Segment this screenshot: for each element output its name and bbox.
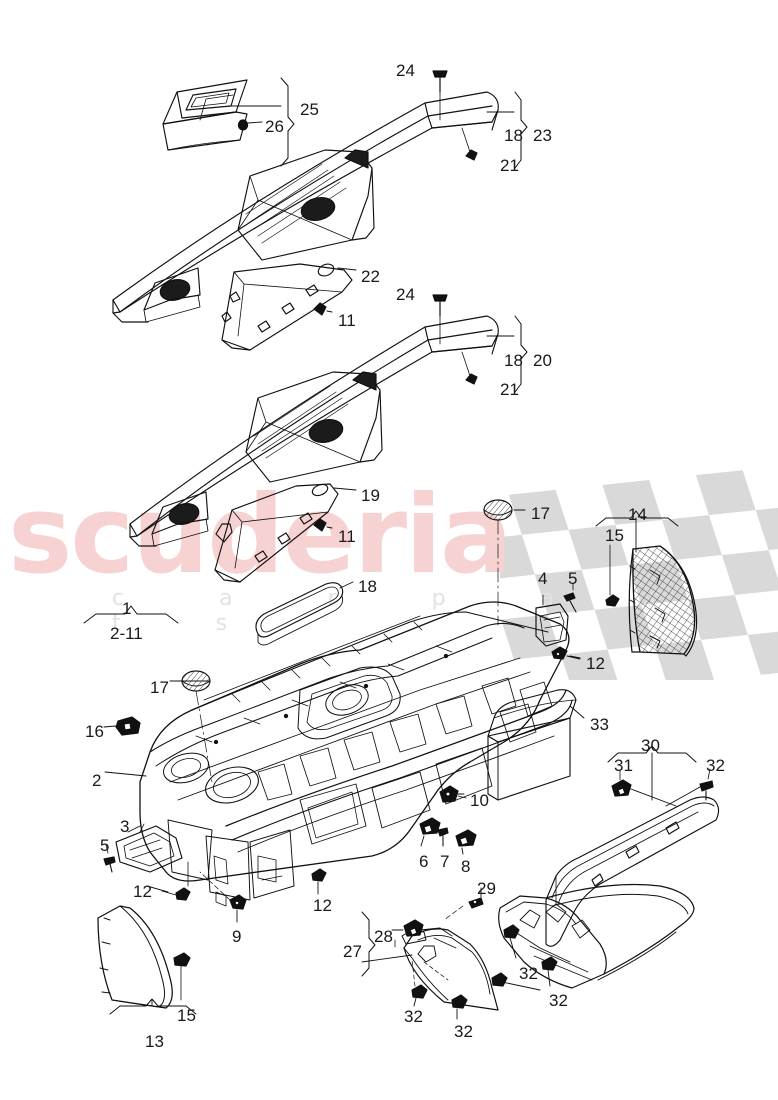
- part-14-side-speaker-grille: [628, 545, 698, 657]
- clip-12-center: [311, 868, 327, 895]
- callout-18-upper: 18: [504, 126, 523, 145]
- part-30-side-trim-right: [545, 796, 720, 947]
- clip-21-upper: [461, 127, 478, 161]
- part-29-console-bracket: [498, 883, 695, 989]
- part-3-bracket-left: [115, 823, 183, 873]
- plug-17-right: [483, 499, 513, 626]
- callout-21-upper: 21: [500, 156, 519, 175]
- part-18-defrost-grille: [255, 582, 344, 646]
- part-19-a-pillar-trim: [214, 483, 339, 583]
- screw-5-right: [563, 583, 577, 613]
- part-33-airbag-module: [487, 689, 577, 801]
- bracket-23: [486, 91, 528, 169]
- clip-6: [419, 817, 441, 847]
- callout-11-lower: 11: [338, 527, 356, 546]
- screw-24-upper: [432, 70, 448, 121]
- callout-14: 14: [628, 505, 647, 524]
- bracket-1-2-11: [83, 605, 179, 624]
- bracket-25: [227, 77, 295, 167]
- part-20-windscreen-trim-lower: [129, 315, 499, 547]
- screw-7: [437, 827, 449, 847]
- callout-32-left: 32: [404, 1007, 423, 1026]
- callout-32-bottom: 32: [454, 1022, 473, 1041]
- callout-18-mid: 18: [504, 351, 523, 370]
- clip-11-upper: [313, 302, 327, 316]
- part-25-switch-bezel: [162, 79, 248, 151]
- callout-16: 16: [85, 722, 104, 741]
- callout-4: 4: [538, 569, 548, 588]
- screw-32-top-right: [665, 768, 714, 807]
- callout-32-lower-right: 32: [549, 991, 568, 1010]
- clip-11-lower: [313, 518, 327, 532]
- callout-5-left: 5: [100, 836, 110, 855]
- callout-25: 25: [300, 100, 319, 119]
- clip-31: [611, 769, 677, 807]
- callout-33: 33: [590, 715, 609, 734]
- bracket-13: [109, 998, 197, 1015]
- callout-3: 3: [120, 817, 130, 836]
- callout-12-center: 12: [313, 896, 332, 915]
- bracket-14: [595, 510, 679, 553]
- callout-15-right: 15: [605, 526, 624, 545]
- callout-22: 22: [361, 267, 380, 286]
- callout-1: 1: [122, 599, 132, 618]
- bracket-30: [607, 745, 697, 801]
- callout-23: 23: [533, 126, 552, 145]
- callout-17-upper: 17: [531, 504, 550, 523]
- callout-9: 9: [232, 927, 242, 946]
- callout-12-right: 12: [586, 654, 605, 673]
- callout-20: 20: [533, 351, 552, 370]
- clip-26: [237, 119, 249, 131]
- callout-29: 29: [477, 879, 496, 898]
- callout-28: 28: [374, 927, 393, 946]
- callout-5-right: 5: [568, 569, 578, 588]
- callout-13: 13: [145, 1032, 164, 1051]
- callout-26: 26: [265, 117, 284, 136]
- clip-15-left: [173, 952, 191, 1001]
- callout-6: 6: [419, 852, 429, 871]
- callout-11-upper: 11: [338, 311, 356, 330]
- callout-10: 10: [470, 791, 489, 810]
- callout-24-top: 24: [396, 61, 415, 80]
- callout-18-lower: 18: [358, 577, 377, 596]
- screws-32-group: [394, 924, 558, 1020]
- leader-lines: [104, 267, 585, 893]
- clip-28: [391, 919, 424, 937]
- part-22-trim-strip: [221, 263, 353, 351]
- clip-10: [439, 785, 467, 803]
- callout-2-11: 2-11: [110, 624, 143, 643]
- callout-19: 19: [361, 486, 380, 505]
- clip-15-right: [605, 544, 620, 607]
- callout-21-lower: 21: [500, 380, 519, 399]
- callout-31: 31: [614, 756, 633, 775]
- callout-30: 30: [641, 736, 660, 755]
- callout-7: 7: [440, 852, 450, 871]
- screw-24-lower: [432, 294, 448, 345]
- bracket-27: [361, 911, 413, 977]
- callout-8: 8: [461, 857, 471, 876]
- clip-8: [455, 829, 477, 855]
- callout-24-lower: 24: [396, 285, 415, 304]
- callout-12-left: 12: [133, 882, 152, 901]
- bracket-20: [486, 315, 528, 393]
- part-4-bracket: [535, 594, 569, 647]
- clip-12-left: [161, 861, 191, 901]
- screw-29: [443, 887, 484, 921]
- part-2-instrument-panel-carrier: [139, 601, 573, 907]
- callout-32-mid: 32: [519, 964, 538, 983]
- callout-2: 2: [92, 771, 102, 790]
- callout-27: 27: [343, 942, 362, 961]
- callout-17-lower: 17: [150, 678, 169, 697]
- screw-5-left: [103, 844, 116, 873]
- part-13-side-endcap-left: [97, 905, 173, 1009]
- clip-21-lower: [461, 351, 478, 385]
- callout-15-left: 15: [177, 1006, 196, 1025]
- part-23-windscreen-trim-upper: [112, 91, 499, 323]
- callout-32-top-right: 32: [706, 756, 725, 775]
- clip-16: [103, 716, 141, 736]
- plug-17-left: [181, 670, 213, 783]
- clip-9: [199, 871, 247, 923]
